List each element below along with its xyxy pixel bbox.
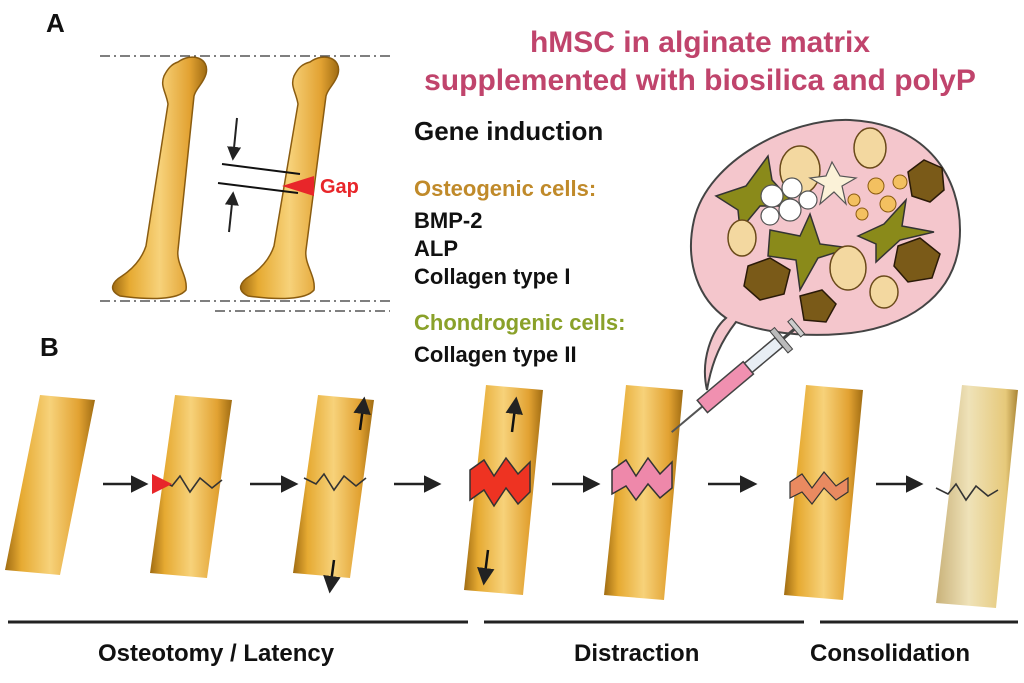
gene-item-collagen-ii: Collagen type II	[414, 342, 577, 367]
osteotomy-marker-icon	[152, 474, 172, 494]
syringe-icon	[671, 317, 806, 433]
bone-segment-6	[784, 385, 863, 600]
gene-induction-heading: Gene induction	[414, 116, 604, 146]
matrix-bubble	[690, 118, 962, 391]
gap-red	[469, 456, 531, 508]
title-line-2: supplemented with biosilica and polyP	[424, 64, 976, 97]
gene-item-collagen-i: Collagen type I	[414, 264, 571, 289]
gap-pink	[611, 456, 673, 502]
bone-segment-2	[150, 395, 232, 578]
stage-label-consolidation: Consolidation	[810, 640, 970, 667]
fracture-lines	[159, 472, 999, 502]
chondrogenic-label: Chondrogenic cells:	[414, 310, 626, 335]
gap-marker-icon	[282, 176, 314, 196]
gene-item-alp: ALP	[414, 236, 458, 261]
gap-label: Gap	[320, 176, 359, 198]
bone-segment-7	[936, 385, 1018, 608]
bone-segment-5	[604, 385, 683, 600]
stage-label-distraction: Distraction	[574, 640, 700, 667]
osteogenic-label: Osteogenic cells:	[414, 176, 597, 201]
panel-label-b: B	[40, 332, 59, 362]
distraction-arrows	[323, 396, 523, 594]
title-line-1: hMSC in alginate matrix	[529, 26, 871, 59]
bone-segment-3	[293, 395, 374, 578]
gene-item-bmp2: BMP-2	[414, 208, 483, 233]
femur-intact	[111, 56, 208, 300]
gap-consolidating	[789, 471, 849, 505]
panel-label-a: A	[46, 8, 65, 38]
stage-label-osteotomy: Osteotomy / Latency	[98, 640, 335, 667]
femur-with-gap	[217, 56, 340, 300]
guide-lines	[100, 55, 390, 312]
bone-segment-1	[5, 395, 95, 575]
bone-segments	[5, 385, 1018, 608]
